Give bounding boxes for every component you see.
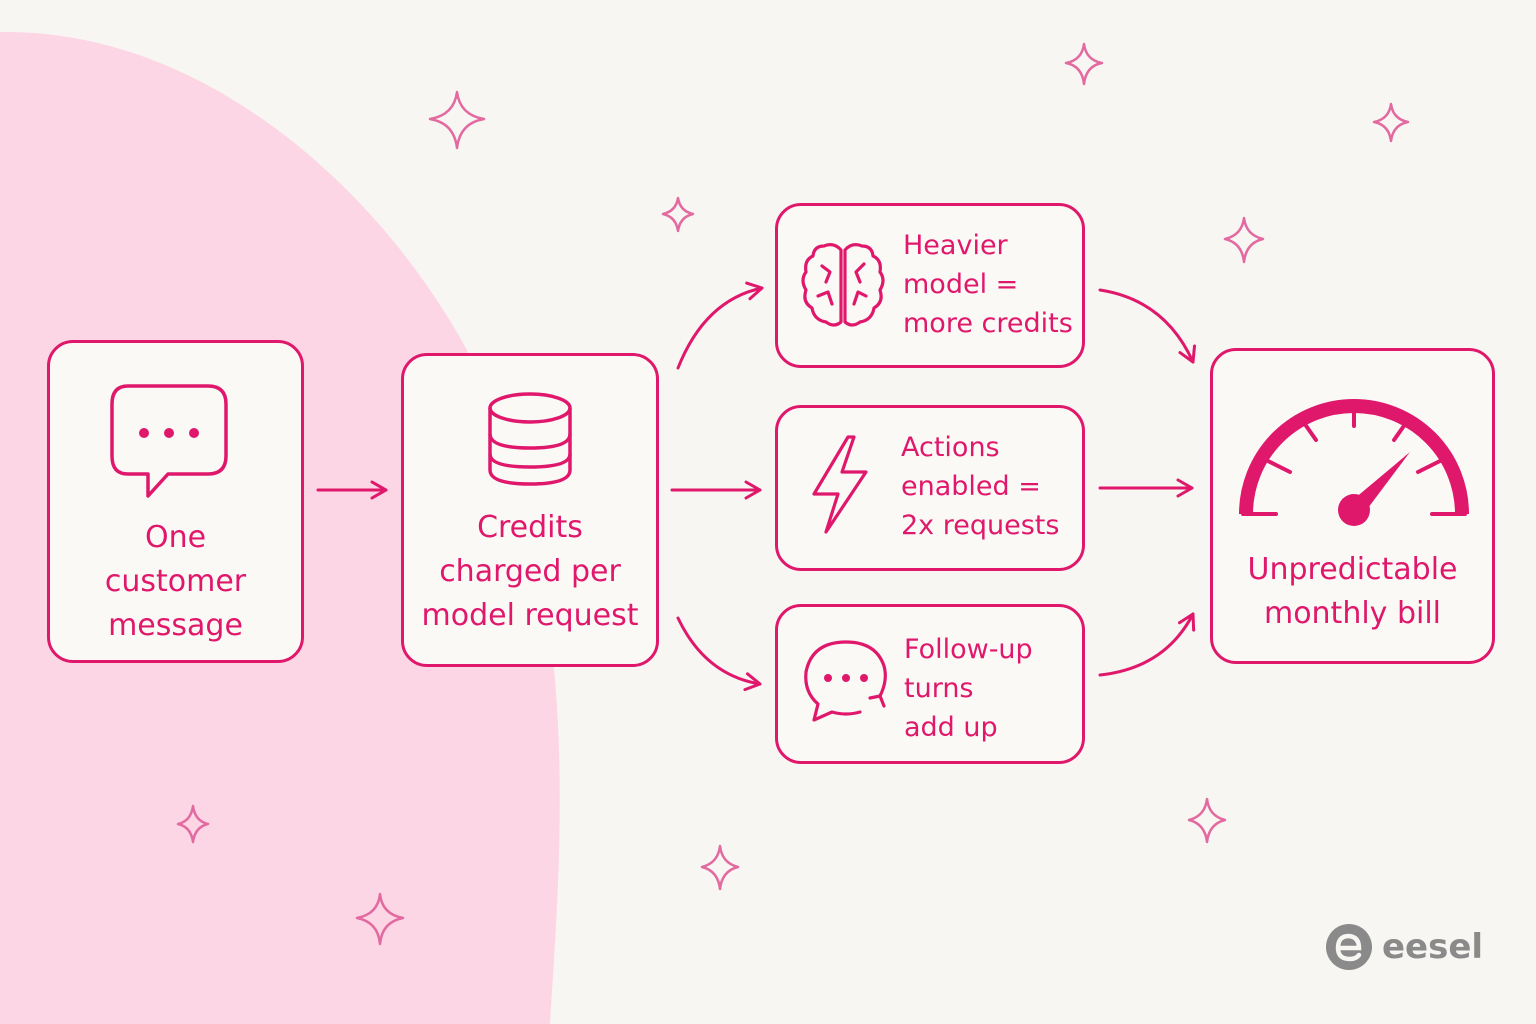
sparkle-icon (1187, 797, 1227, 844)
sparkle-icon (700, 844, 740, 891)
node-actions-enabled-label: Actions enabled = 2x requests (901, 432, 1060, 541)
eesel-logo: eesel (1324, 922, 1483, 972)
node-credits (401, 353, 659, 667)
node-credits-label: Credits charged per model request (421, 510, 639, 633)
chat-refresh-icon (804, 640, 887, 722)
arrow-heavier-to-bill (1098, 288, 1197, 364)
node-actions-enabled (775, 405, 1085, 571)
node-monthly-bill-label: Unpredictable monthly bill (1247, 552, 1458, 631)
chat-bubble-icon (110, 384, 228, 498)
node-heavier-model-label: Heavier model = more credits (903, 230, 1073, 339)
arrow-credits-to-heavier (676, 281, 764, 370)
sparkle-icon (1064, 42, 1104, 86)
arrow-credits-to-followup (676, 616, 762, 692)
lightning-icon (812, 435, 868, 534)
node-heavier-model (775, 203, 1085, 368)
gauge-icon (1239, 399, 1469, 526)
node-customer-message-label: One customer message (104, 520, 247, 643)
node-followup-turns (775, 604, 1085, 764)
sparkle-icon (355, 892, 405, 946)
sparkle-icon (1372, 102, 1410, 143)
sparkle-icon (176, 804, 210, 844)
sparkle-icon (1223, 216, 1265, 264)
eesel-logo-text: eesel (1382, 927, 1484, 967)
brain-icon (801, 243, 885, 327)
database-icon (488, 392, 572, 486)
node-customer-message (47, 340, 304, 663)
node-followup-turns-label: Follow-up turns add up (904, 634, 1033, 743)
sparkle-icon (661, 196, 695, 233)
arrow-followup-to-bill (1098, 612, 1196, 677)
eesel-logo-icon (1326, 924, 1372, 970)
sparkle-icon (428, 90, 486, 150)
